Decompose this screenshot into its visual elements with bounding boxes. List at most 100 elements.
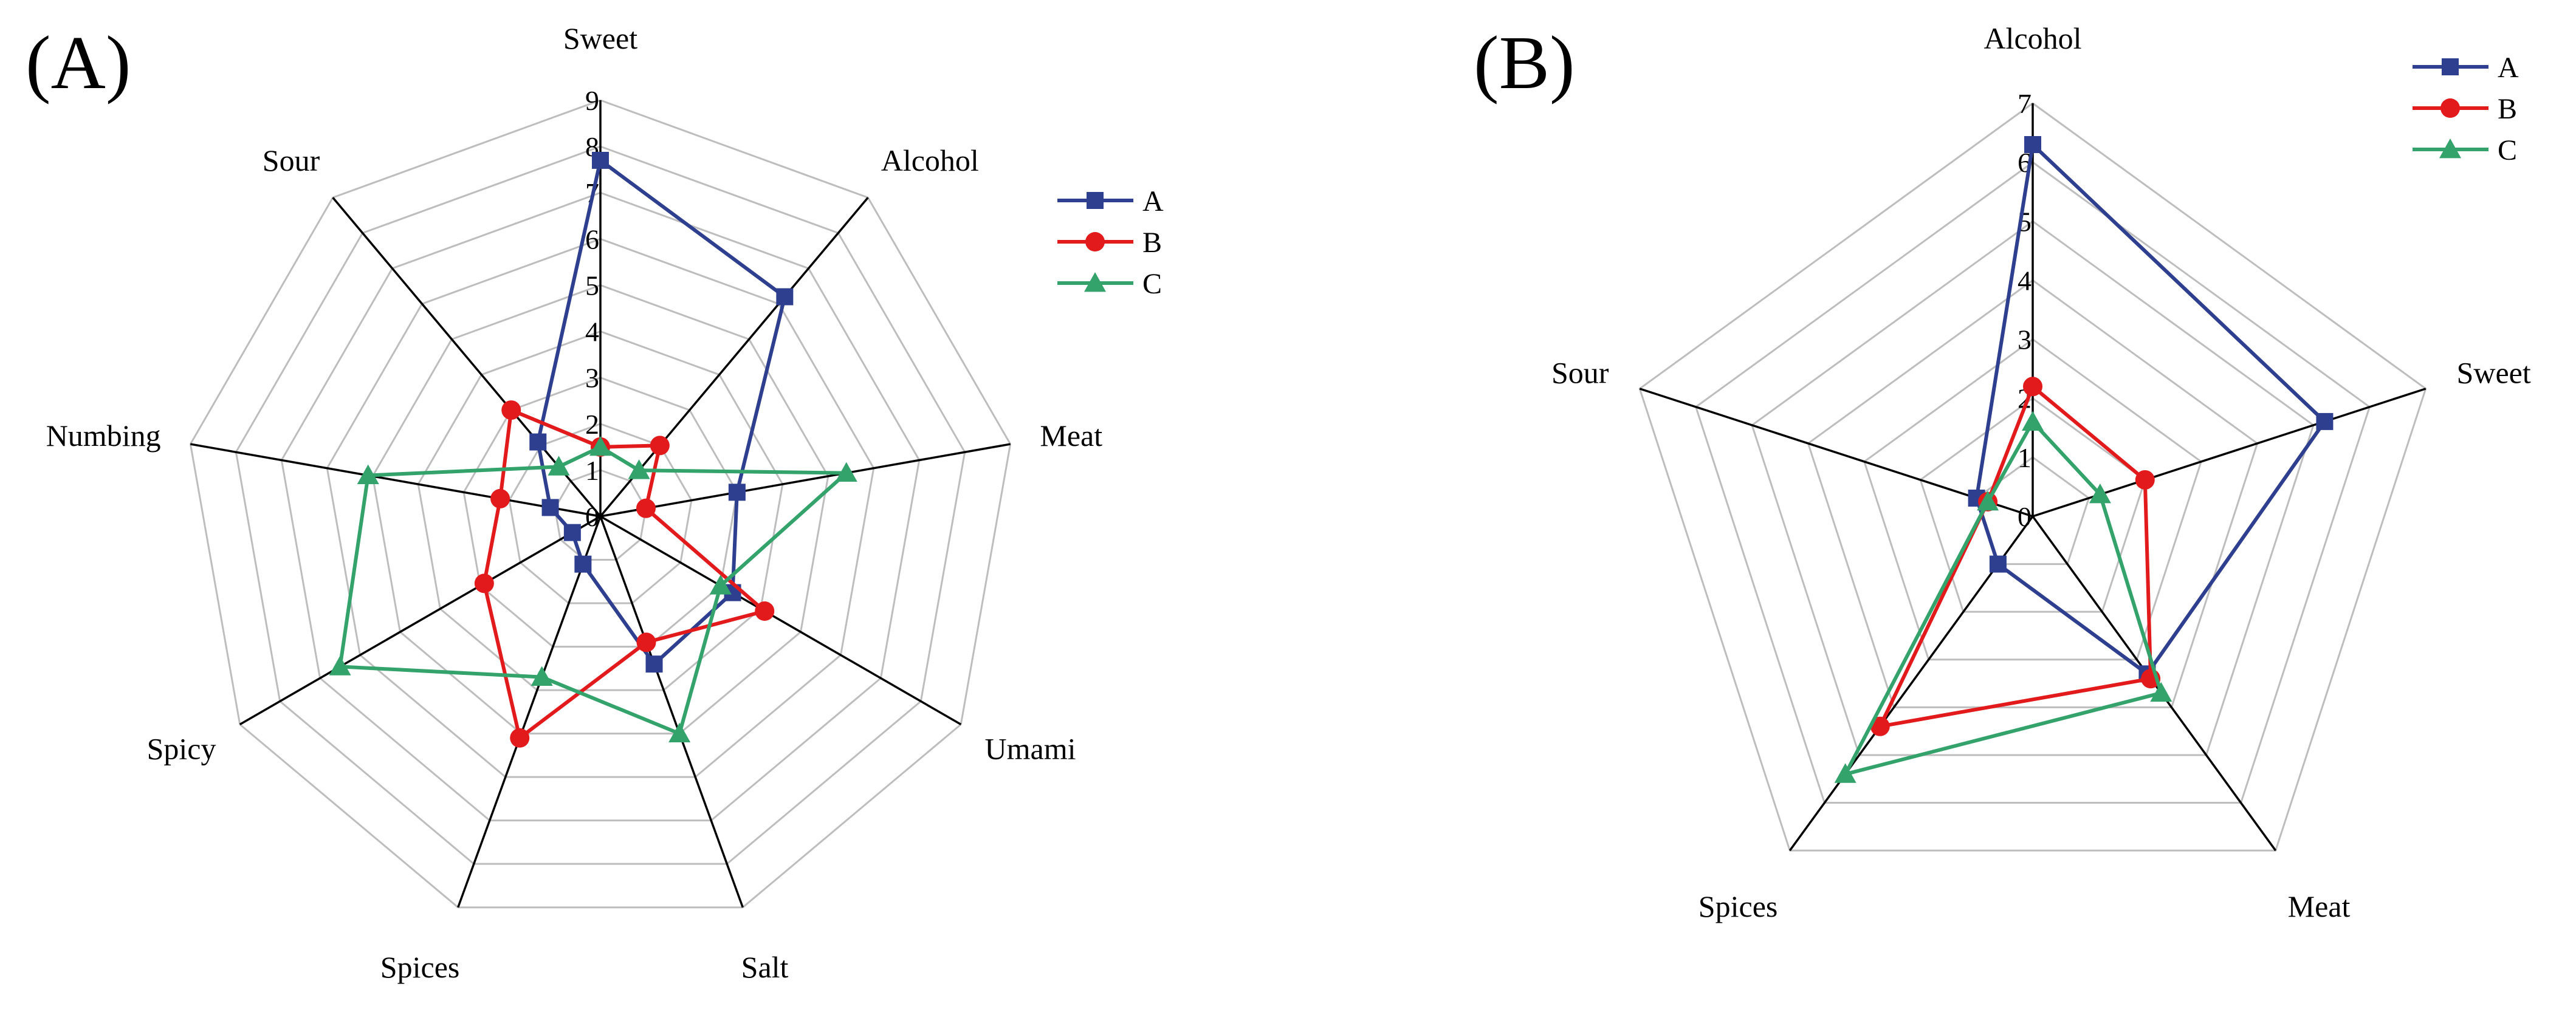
data-point-b-alcohol (650, 436, 670, 456)
series-c (329, 436, 857, 743)
legend-label-b: B (1142, 227, 1162, 259)
axis-label-meat: Meat (1040, 419, 1102, 453)
axis-label-sweet: Sweet (2457, 356, 2531, 390)
data-point-c-umami (709, 575, 732, 595)
tick-label: 5 (585, 270, 599, 301)
axis-spoke-alcohol (599, 197, 869, 518)
grid-ring (1694, 161, 2371, 804)
axis-label-sour: Sour (263, 143, 320, 177)
tick-label: 4 (2018, 265, 2032, 296)
legend-label-c: C (1142, 268, 1162, 300)
axis-spoke-spicy (239, 515, 601, 726)
axis-label-spicy: Spicy (147, 732, 216, 766)
series-a (529, 151, 794, 673)
data-point-a-alcohol (776, 288, 794, 306)
axis-spoke-sweet (2032, 388, 2427, 518)
data-point-c-spicy (329, 655, 351, 676)
tick-label: 1 (2018, 442, 2032, 473)
tick-label: 0 (585, 501, 599, 532)
series-c (1834, 411, 2172, 783)
legend-marker-a (2442, 58, 2459, 75)
data-point-c-salt (668, 722, 691, 743)
axis-spoke-spices (457, 516, 602, 908)
grid (189, 99, 1012, 909)
axis-spoke-salt (599, 516, 744, 908)
legend-marker-c (2439, 139, 2461, 159)
radar-panel-a: (A)0123456789SweetAlcoholMeatUmamiSaltSp… (26, 21, 1164, 984)
grid (1638, 102, 2427, 852)
data-point-c-alcohol (628, 459, 650, 479)
series-b (474, 400, 775, 748)
series-line-b (1877, 383, 2153, 729)
data-point-b-spices (510, 728, 530, 748)
grid-ring (1863, 338, 2202, 661)
data-point-a-meat (728, 484, 746, 501)
grid-ring (326, 238, 875, 778)
data-point-a-sweet (592, 151, 609, 169)
data-point-b-spicy (474, 573, 494, 593)
data-point-c-meat (835, 462, 857, 482)
series-line-a (536, 157, 787, 667)
data-point-b-spices (1870, 716, 1890, 736)
legend-label-c: C (2498, 134, 2517, 166)
axis-label-meat: Meat (2288, 889, 2351, 923)
axis-label-sour: Sour (1551, 356, 1609, 390)
tick-label: 7 (2018, 88, 2032, 119)
data-point-b-sour (501, 400, 521, 420)
data-point-b-salt (636, 632, 656, 652)
data-point-c-sweet (2089, 483, 2111, 504)
data-point-a-numbing (541, 499, 559, 516)
series-line-a (1974, 140, 2327, 677)
series-b (1870, 377, 2161, 736)
axis-label-spices: Spices (380, 950, 460, 984)
panel-label: (B) (1474, 21, 1575, 105)
grid-ring (1975, 456, 2090, 566)
series-line-b (482, 407, 769, 741)
series-line-c (1841, 419, 2164, 777)
legend-marker-a (1087, 192, 1104, 209)
data-point-a-spicy (563, 524, 581, 541)
grid-ring (462, 377, 738, 648)
legend-marker-c (1084, 272, 1106, 292)
tick-label: 9 (585, 85, 599, 116)
data-point-a-alcohol (2024, 136, 2041, 153)
axis-spoke-numbing (190, 443, 601, 518)
data-point-c-spices (1834, 763, 1856, 783)
tick-label: 3 (585, 363, 599, 394)
data-point-a-spices (574, 555, 592, 573)
legend-marker-b (2440, 98, 2460, 118)
data-point-c-alcohol (2022, 411, 2044, 431)
data-point-c-numbing (357, 464, 379, 484)
data-point-c-sweet (589, 436, 611, 456)
grid-ring (1807, 279, 2259, 708)
axis-label-alcohol: Alcohol (1984, 21, 2081, 55)
axis-label-sweet: Sweet (563, 21, 637, 55)
panel-label: (A) (26, 21, 131, 105)
legend-label-a: A (2498, 52, 2519, 84)
legend: ABC (2413, 52, 2519, 166)
legend-marker-b (1085, 232, 1105, 251)
grid-ring (235, 145, 966, 865)
tick-label: 6 (585, 224, 599, 255)
legend-label-a: A (1142, 185, 1164, 217)
data-point-a-sweet (2316, 412, 2334, 430)
grid-ring (554, 469, 647, 561)
data-point-b-sweet (2135, 470, 2155, 490)
tick-label: 2 (585, 409, 599, 440)
grid-ring (1751, 220, 2315, 756)
axis-label-salt: Salt (741, 950, 789, 984)
tick-label: 4 (585, 316, 599, 347)
grid-ring (508, 423, 693, 604)
axis-spoke-umami (600, 515, 962, 726)
data-point-b-umami (755, 601, 775, 621)
tick-label: 3 (2018, 324, 2032, 355)
data-point-a-salt (645, 655, 663, 673)
data-point-c-spices (531, 666, 553, 686)
axis-label-spices: Spices (1698, 889, 1778, 923)
axis-label-numbing: Numbing (46, 419, 161, 453)
series-line-c (338, 445, 851, 736)
grid-ring (1638, 102, 2427, 852)
